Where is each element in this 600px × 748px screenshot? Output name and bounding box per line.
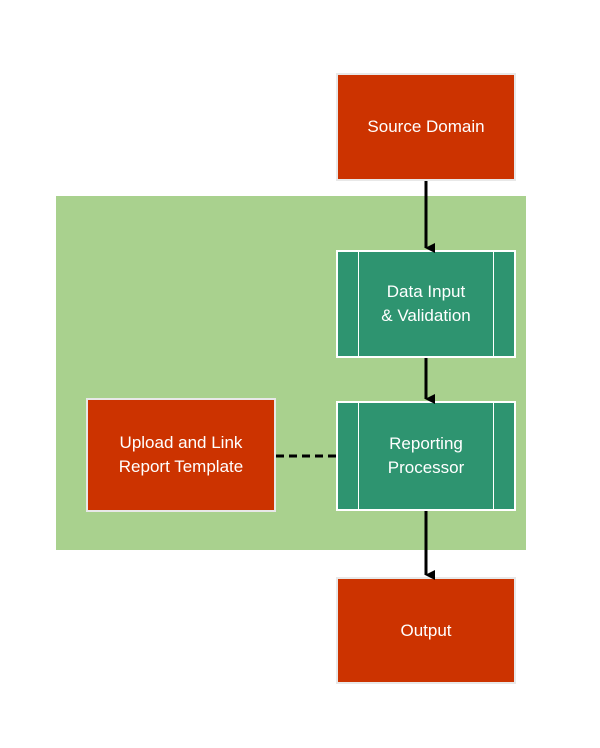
process-right-bar <box>493 403 494 509</box>
reporting-processor-label: Reporting Processor <box>387 434 465 477</box>
process-left-bar <box>358 252 359 356</box>
source-domain-node[interactable]: Source Domain <box>336 73 516 181</box>
reporting-processor-node[interactable]: Reporting Processor <box>336 401 516 511</box>
process-left-bar <box>358 403 359 509</box>
process-right-bar <box>493 252 494 356</box>
output-node[interactable]: Output <box>336 577 516 684</box>
upload-link-template-label: Upload and Link Report Template <box>118 433 244 476</box>
upload-link-template-node[interactable]: Upload and Link Report Template <box>86 398 276 512</box>
source-domain-label: Source Domain <box>367 117 485 136</box>
output-label: Output <box>400 620 452 640</box>
data-input-validation-label: Data Input & Validation <box>381 282 471 325</box>
